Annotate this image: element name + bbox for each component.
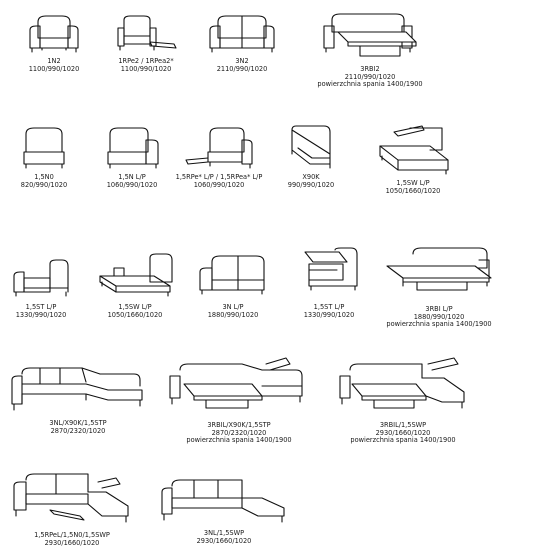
corner-sofa-icon xyxy=(11,367,143,411)
caption-sleeping-area: powierzchnia spania 1400/1900 xyxy=(317,80,423,89)
caption-dimensions: 820/990/1020 xyxy=(20,180,68,189)
caption-name: 1,5N0 xyxy=(34,173,54,181)
ottoman-end-icon xyxy=(13,259,69,297)
one-arm-module-icon xyxy=(107,127,159,169)
model-3rbi2: 3RBI2 2110/990/1020 powierzchnia spania … xyxy=(308,10,432,89)
caption-dimensions: 2930/1660/1020 xyxy=(375,428,431,437)
model-1-5sw-lp-b: 1,5SW L/P 1050/1660/1020 xyxy=(94,252,176,319)
caption-dimensions: 1100/990/1020 xyxy=(28,64,80,73)
caption-name: 3N2 xyxy=(235,57,249,65)
caption-name: 3RBI2 xyxy=(360,65,380,73)
model-3nl-1-5swp: 3NL/1,5SWP 2930/1660/1020 xyxy=(158,476,290,545)
model-3n2: 3N2 2110/990/1020 xyxy=(206,12,278,73)
model-3rbil-1-5swp: 3RBIL/1,5SWP 2930/1660/1020 powierzchnia… xyxy=(336,356,470,445)
model-1-5sw-lp: 1,5SW L/P 1050/1660/1020 xyxy=(366,124,460,195)
model-1-5st-lp-b: 1,5ST L/P 1330/990/1020 xyxy=(296,246,362,319)
corner-module-icon xyxy=(291,125,331,169)
caption-dimensions: 1880/990/1020 xyxy=(413,312,465,321)
caption-sleeping-area: powierzchnia spania 1400/1900 xyxy=(350,436,456,445)
caption-dimensions: 1880/990/1020 xyxy=(207,310,259,319)
model-1-5rpel-1-5n0-1-5swp: 1,5RPeL/1,5N0/1,5SWP 2930/1660/1020 xyxy=(10,470,134,547)
model-3rbil-x90k-1-5stp: 3RBIL/X90K/1,5STP 2870/2320/1020 powierz… xyxy=(166,356,312,445)
caption-name: 3RBI L/P xyxy=(425,305,453,313)
armchair-icon xyxy=(29,15,79,53)
caption-dimensions: 2110/990/1020 xyxy=(344,72,396,81)
caption-dimensions: 1330/990/1020 xyxy=(303,310,355,319)
reclining-armchair-icon xyxy=(117,15,177,51)
model-1n2: 1N2 1100/990/1020 xyxy=(26,12,82,73)
caption-name: X90K xyxy=(302,173,320,181)
caption-name: 3NL/1,5SWP xyxy=(203,529,245,537)
reclining-chaise-sofa-icon xyxy=(13,473,129,523)
chaise-sofa-bed-icon xyxy=(339,357,465,409)
caption-sleeping-area: powierzchnia spania 1400/1900 xyxy=(186,436,292,445)
caption-dimensions: 2870/2320/1020 xyxy=(50,426,106,435)
one-arm-sofa-icon xyxy=(199,255,265,295)
caption-name: 1,5SW L/P xyxy=(118,303,152,311)
caption-name: 1,5RPe* L/P / 1,5RPea* L/P xyxy=(175,173,263,181)
armless-module-icon xyxy=(23,127,65,169)
caption-name: 3RBIL/X90K/1,5STP xyxy=(207,421,271,429)
model-3n-lp: 3N L/P 1880/990/1020 xyxy=(194,252,272,319)
caption-dimensions: 1330/990/1020 xyxy=(15,310,67,319)
caption-dimensions: 2930/1660/1020 xyxy=(196,536,252,545)
reclining-module-icon xyxy=(185,127,253,169)
ottoman-open-icon xyxy=(304,247,358,291)
caption-dimensions: 990/990/1020 xyxy=(287,180,335,189)
caption-dimensions: 2930/1660/1020 xyxy=(44,538,100,547)
corner-sofa-bed-icon xyxy=(169,357,303,409)
model-3rbi-lp: 3RBI L/P 1880/990/1020 powierzchnia span… xyxy=(378,246,500,329)
caption-name: 1,5ST L/P xyxy=(313,303,345,311)
caption-name: 1,5N L/P xyxy=(118,173,146,181)
model-x90k: X90K 990/990/1020 xyxy=(282,124,340,189)
model-1-5rpe-lp: 1,5RPe* L/P / 1,5RPea* L/P 1060/990/1020 xyxy=(170,124,268,189)
caption-dimensions: 1060/990/1020 xyxy=(193,180,245,189)
caption-dimensions: 1060/990/1020 xyxy=(106,180,158,189)
model-3nl-x90k-1-5stp: 3NL/X90K/1,5STP 2870/2320/1020 xyxy=(8,364,148,435)
caption-name: 1,5ST L/P xyxy=(25,303,57,311)
caption-name: 1N2 xyxy=(47,57,61,65)
sofa-bed-icon xyxy=(323,13,417,57)
caption-dimensions: 1050/1660/1020 xyxy=(385,186,441,195)
caption-dimensions: 2110/990/1020 xyxy=(216,64,268,73)
one-arm-sofa-bed-icon xyxy=(386,247,492,291)
caption-dimensions: 1050/1660/1020 xyxy=(107,310,163,319)
chaise-icon xyxy=(99,253,173,297)
caption-name: 3RBIL/1,5SWP xyxy=(379,421,427,429)
model-1rpe2: 1RPe2 / 1RPea2* 1100/990/1020 xyxy=(108,12,184,73)
caption-name: 1,5SW L/P xyxy=(396,179,430,187)
chaise-sofa-icon xyxy=(161,479,285,523)
caption-dimensions: 2870/2320/1020 xyxy=(211,428,267,437)
model-1-5st-lp: 1,5ST L/P 1330/990/1020 xyxy=(10,258,72,319)
caption-name: 3NL/X90K/1,5STP xyxy=(49,419,107,427)
chaise-storage-icon xyxy=(379,125,449,175)
caption-name: 3N L/P xyxy=(222,303,244,311)
model-1-5n-lp: 1,5N L/P 1060/990/1020 xyxy=(100,124,164,189)
model-1-5n0: 1,5N0 820/990/1020 xyxy=(18,124,70,189)
caption-dimensions: 1100/990/1020 xyxy=(120,64,172,73)
sofa-icon xyxy=(209,15,275,53)
caption-sleeping-area: powierzchnia spania 1400/1900 xyxy=(386,320,492,329)
caption-name: 1,5RPeL/1,5N0/1,5SWP xyxy=(34,531,110,539)
caption-name: 1RPe2 / 1RPea2* xyxy=(118,57,174,65)
